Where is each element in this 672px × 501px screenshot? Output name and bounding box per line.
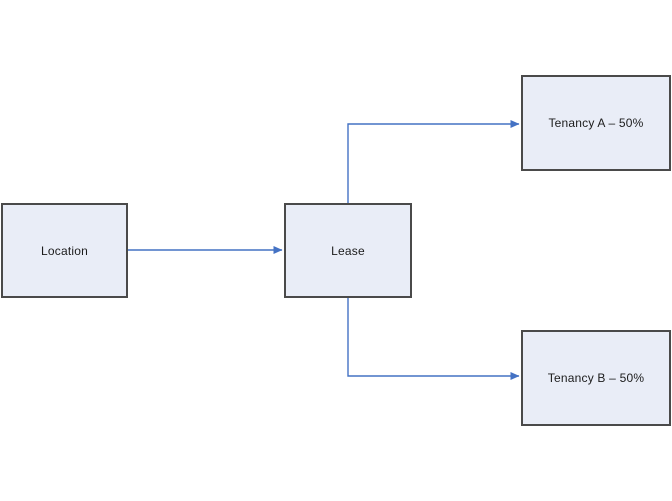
node-tenancy-a: Tenancy A – 50% — [521, 75, 671, 171]
node-tenancy-a-label: Tenancy A – 50% — [548, 116, 644, 130]
node-tenancy-b: Tenancy B – 50% — [521, 330, 671, 426]
node-lease-label: Lease — [331, 243, 365, 258]
node-location-label: Location — [41, 243, 88, 258]
edge-lease-to-tenancy-a — [347, 120, 520, 203]
node-lease: Lease — [284, 203, 412, 298]
node-location: Location — [1, 203, 128, 298]
edge-lease-to-tenancy-b — [347, 298, 520, 380]
node-tenancy-b-label: Tenancy B – 50% — [547, 371, 645, 385]
